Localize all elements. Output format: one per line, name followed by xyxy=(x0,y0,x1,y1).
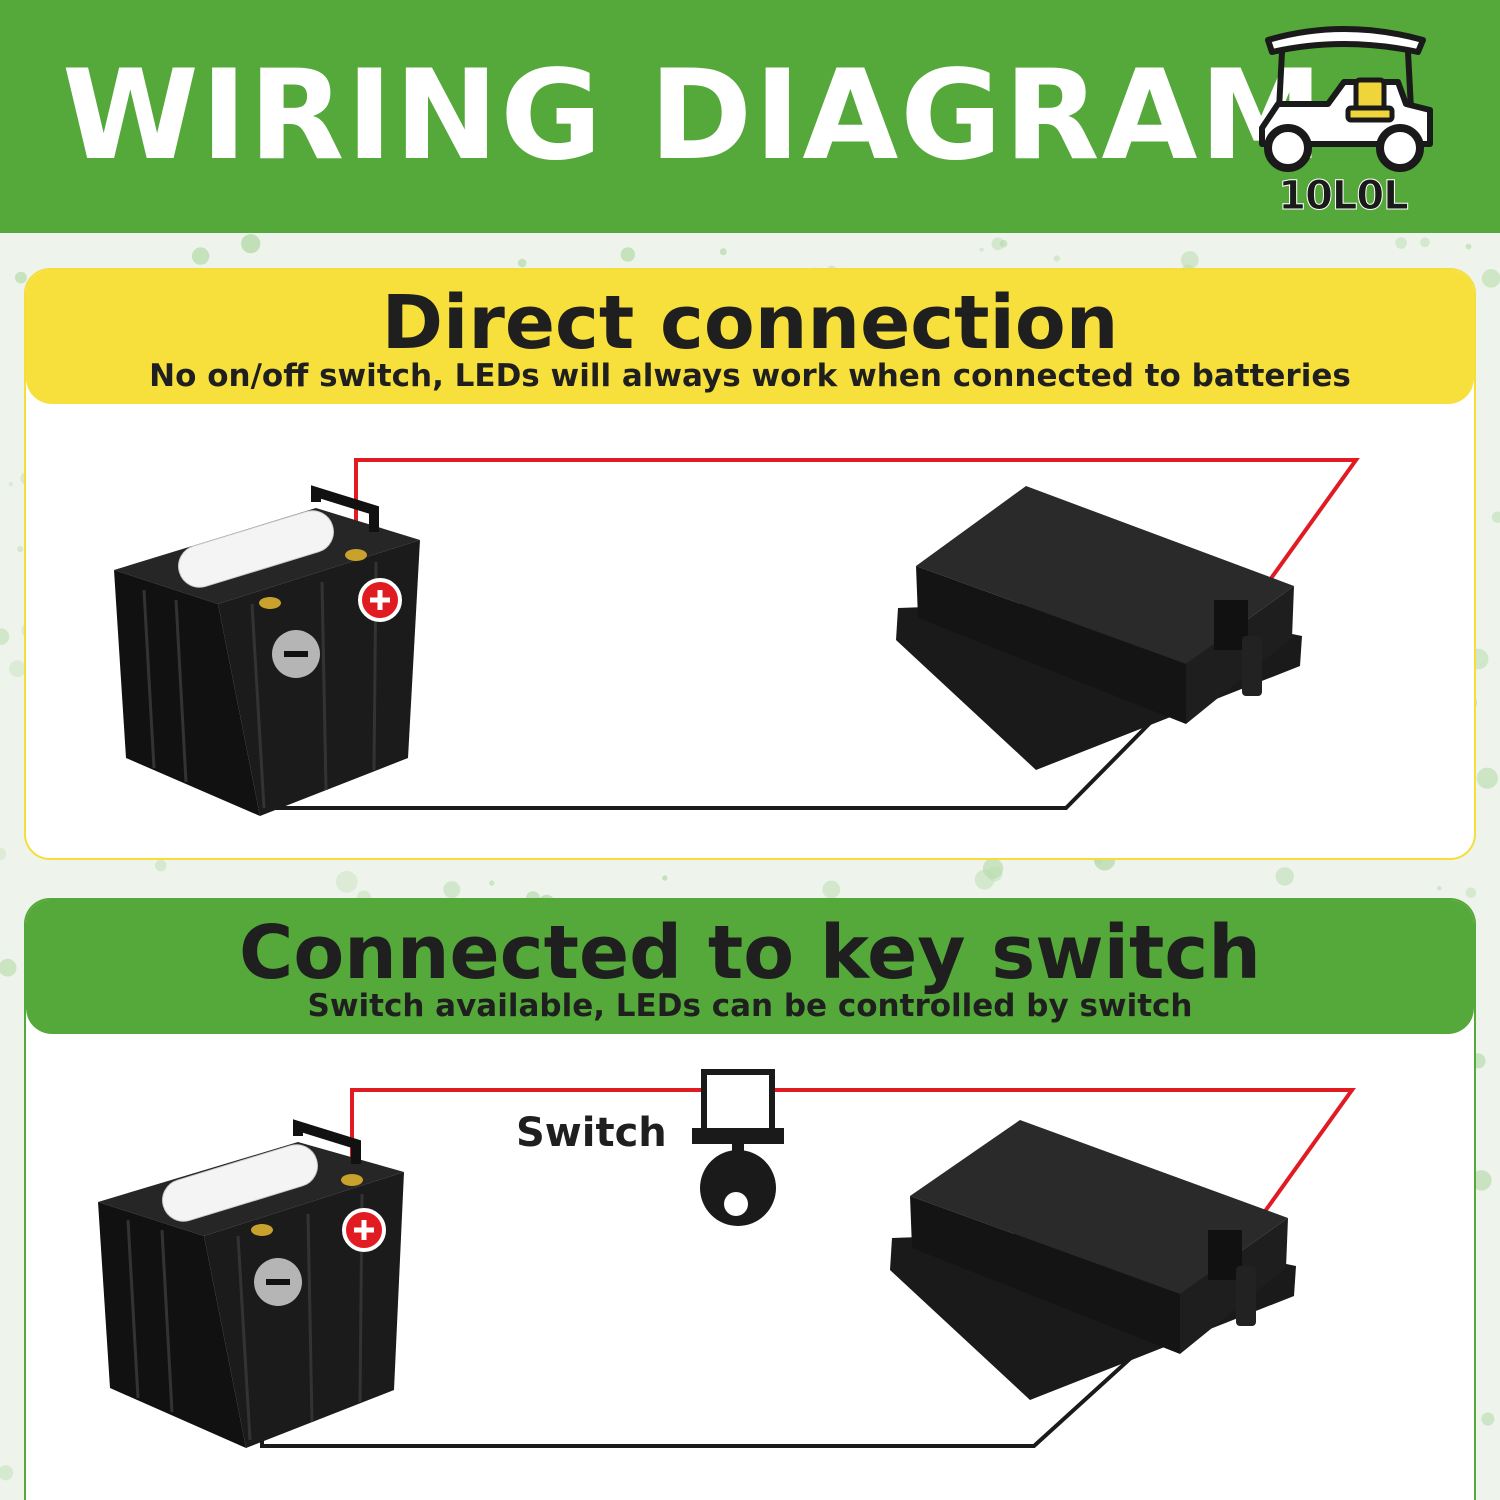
background-dot xyxy=(15,271,27,284)
section-subtitle: No on/off switch, LEDs will always work … xyxy=(149,358,1351,394)
background-dot xyxy=(8,481,14,487)
background-dot xyxy=(9,660,26,677)
background-dot xyxy=(719,248,727,256)
led-controller-box-icon xyxy=(890,1120,1296,1400)
background-dot xyxy=(1481,269,1500,288)
background-dot xyxy=(1180,251,1199,269)
golf-cart-icon xyxy=(1259,26,1433,172)
background-dot xyxy=(0,958,17,977)
key-switch-icon xyxy=(692,1069,784,1226)
background-dot xyxy=(620,247,635,262)
background-dot xyxy=(1053,255,1061,262)
battery-icon xyxy=(114,485,420,816)
background-dot xyxy=(191,247,210,265)
background-dot xyxy=(335,870,358,893)
key-switch-diagram xyxy=(98,1069,1356,1448)
direct-connection-diagram xyxy=(114,458,1360,816)
direct-connection-header: Direct connection No on/off switch, LEDs… xyxy=(26,270,1474,404)
background-dot xyxy=(991,237,1005,251)
section-title: Connected to key switch xyxy=(239,910,1261,996)
background-dot xyxy=(17,546,24,553)
background-dot xyxy=(1420,237,1430,248)
background-dot xyxy=(241,234,261,254)
background-dot xyxy=(517,258,527,268)
key-switch-header: Connected to key switch Switch available… xyxy=(26,900,1474,1034)
background-dot xyxy=(1436,885,1442,891)
background-dot xyxy=(0,847,7,860)
background-dot xyxy=(1465,243,1472,250)
positive-wire xyxy=(350,1088,702,1176)
background-dot xyxy=(987,866,1003,882)
direct-connection-panel: Direct connection No on/off switch, LEDs… xyxy=(24,268,1476,860)
background-dot xyxy=(1476,767,1498,789)
led-controller-box-icon xyxy=(896,486,1302,770)
background-dot xyxy=(1275,867,1294,886)
background-dot xyxy=(1481,1412,1495,1426)
brand-logo-text: 10L0L xyxy=(1278,173,1409,220)
key-switch-panel: Connected to key switch Switch available… xyxy=(24,898,1476,1500)
background-dot xyxy=(0,1465,14,1481)
background-dot xyxy=(443,881,461,899)
background-dot xyxy=(1395,237,1407,249)
background-dot xyxy=(822,880,841,899)
battery-icon xyxy=(98,1119,404,1448)
header-banner: WIRING DIAGRAM 10L0L xyxy=(0,0,1500,233)
section-title: Direct connection xyxy=(381,280,1119,366)
background-dot xyxy=(1491,511,1500,523)
page-title: WIRING DIAGRAM xyxy=(62,44,1325,188)
switch-label: Switch xyxy=(516,1110,667,1156)
background-dot xyxy=(979,247,984,252)
background-dot xyxy=(0,628,10,645)
positive-wire xyxy=(774,1088,1356,1262)
background-dot xyxy=(489,880,495,886)
background-dot xyxy=(1465,887,1477,898)
background-dot xyxy=(1471,1170,1492,1191)
background-dot xyxy=(154,859,167,872)
background-dot xyxy=(974,869,995,890)
background-dot xyxy=(662,875,668,881)
section-subtitle: Switch available, LEDs can be controlled… xyxy=(307,988,1193,1024)
